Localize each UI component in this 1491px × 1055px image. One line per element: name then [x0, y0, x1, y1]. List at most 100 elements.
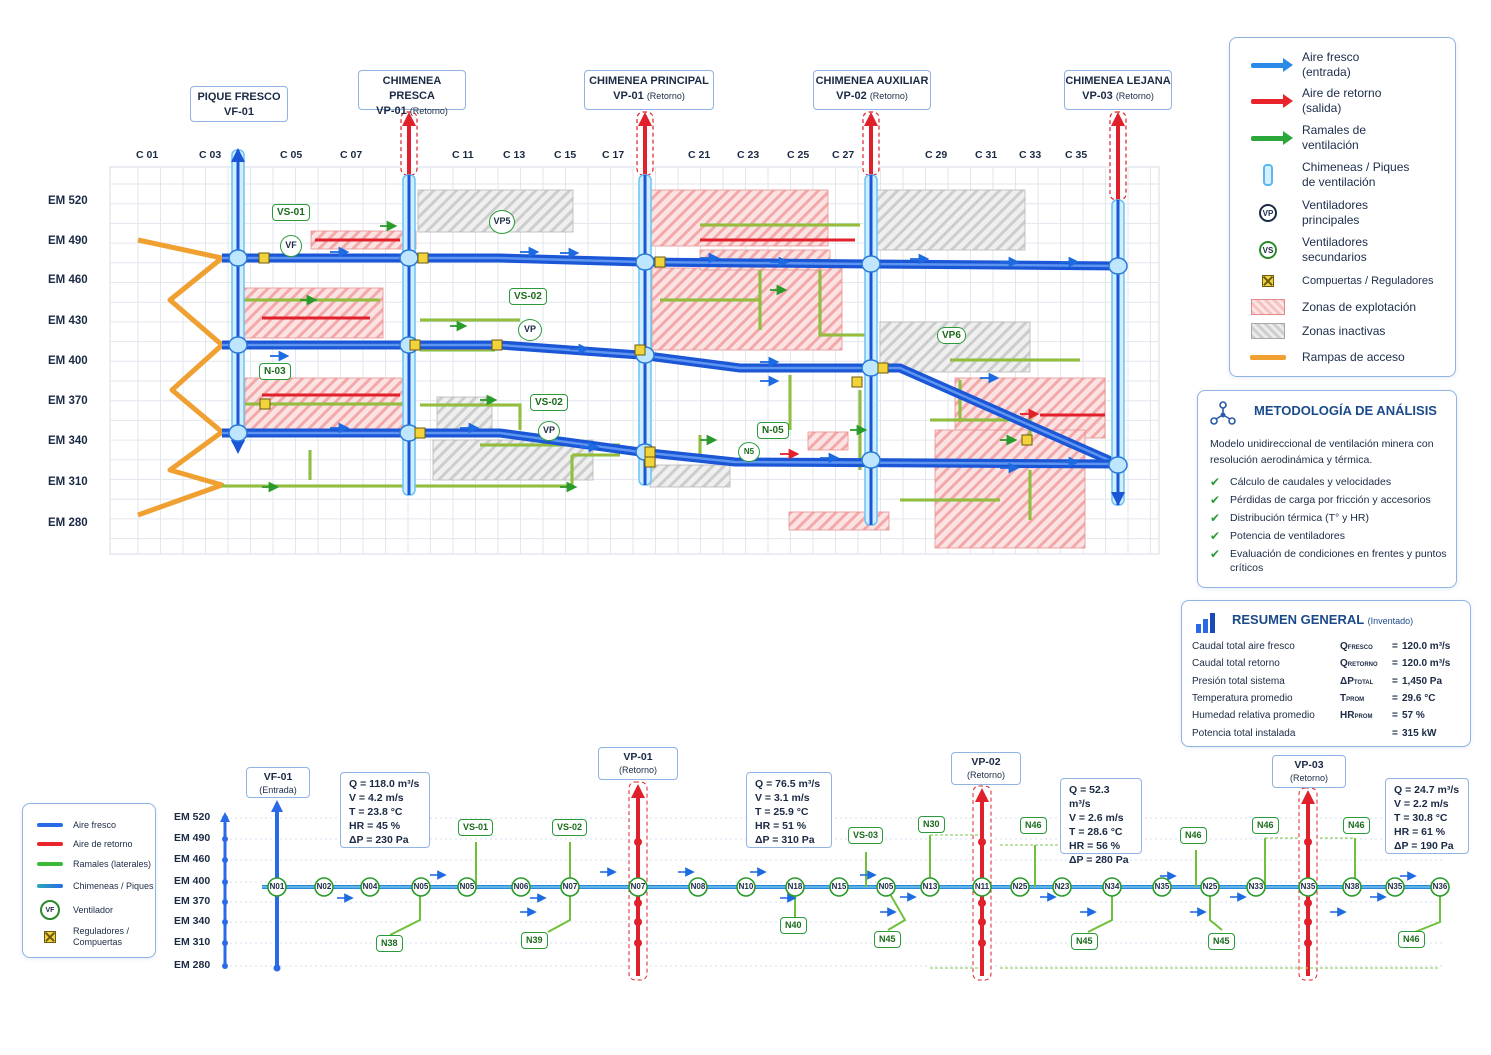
column-label: C 31: [975, 149, 998, 161]
schematic-branch: [547, 887, 571, 933]
schematic-node-label: N25: [1012, 882, 1028, 891]
schem-tag-n40: N40: [780, 917, 807, 934]
branch-arrow-icon: [1251, 130, 1293, 145]
column-label: C 07: [340, 149, 363, 161]
schematic-node: [1246, 877, 1266, 897]
tag-n5: N5: [738, 442, 760, 462]
exploitation-zone: [237, 287, 384, 339]
level-label: EM 460: [48, 274, 88, 286]
schematic-return-arrow: [1301, 790, 1315, 804]
summary-label: Caudal total aire fresco: [1192, 641, 1295, 652]
methodology-title: METODOLOGÍA DE ANÁLISIS: [1254, 403, 1437, 418]
schematic-node: [411, 877, 431, 897]
return-arrow: [402, 112, 416, 126]
exploitation-zone: [647, 189, 829, 247]
column-label: C 01: [136, 149, 159, 161]
schematic-node-label: N23: [1054, 882, 1070, 891]
schem-shaft-vp01: VP-01(Retorno): [598, 747, 678, 780]
schematic-return-node: [978, 918, 986, 926]
schematic-node: [314, 877, 334, 897]
summary-value: 29.6 °C: [1402, 692, 1436, 704]
schematic-node-label: N15: [831, 882, 847, 891]
schem-tag-n30: N30: [918, 816, 945, 833]
return-arrow: [638, 112, 652, 126]
summary-symbol: HRPROM: [1340, 710, 1373, 722]
schematic-level-label: EM 280: [174, 959, 211, 971]
legend-item-secondary-fans: VS Ventiladores secundarios: [1248, 235, 1368, 265]
fresh-arrow: [1111, 492, 1125, 506]
schematic-level-label: EM 400: [174, 875, 211, 887]
schematic-node-label: N36: [1432, 882, 1448, 891]
return-arrow: [864, 112, 878, 126]
schem-tag-n45a: N45: [874, 931, 901, 948]
gate: [877, 362, 889, 374]
sl-return: Aire de retorno: [33, 835, 133, 853]
methodology-item: Cálculo de caudales y velocidades: [1210, 475, 1450, 489]
schem-tag-n39: N39: [521, 932, 548, 949]
tag-vp-lower: VP: [538, 421, 560, 441]
methodology-intro: Modelo unidireccional de ventilación min…: [1210, 438, 1434, 466]
network-icon: [1208, 399, 1238, 429]
summary-label: Temperatura promedio: [1192, 692, 1293, 704]
summary-equals: =: [1392, 692, 1398, 704]
inactive-zone: [436, 396, 493, 430]
methodology-item: Pérdidas de carga por fricción y accesor…: [1210, 493, 1450, 507]
schematic-branch: [1414, 887, 1441, 933]
gate: [259, 398, 271, 410]
schematic-node-label: N05: [878, 882, 894, 891]
level-label: EM 490: [48, 235, 88, 247]
schematic-node: [560, 877, 580, 897]
return-arrow: [1111, 112, 1125, 126]
schem-shaft-vf01: VF-01(Entrada): [246, 767, 310, 798]
schematic-node-label: N38: [1344, 882, 1360, 891]
schematic-return-node: [978, 838, 986, 846]
tag-vs02-upper: VS-02: [509, 288, 547, 305]
schematic-branch: [389, 887, 421, 936]
legend-item-shafts: Chimeneas / Piques de ventilación: [1248, 160, 1409, 190]
schem-tag-n46e: N46: [1398, 931, 1425, 948]
schematic-node: [511, 877, 531, 897]
schematic-node-label: N11: [974, 882, 990, 891]
schematic-return-arrow: [975, 788, 989, 802]
methodology-item: Distribución térmica (T° y HR): [1210, 511, 1450, 525]
summary-symbol: TPROM: [1340, 692, 1365, 704]
schematic-return-node: [634, 899, 642, 907]
schematic-node: [1385, 877, 1405, 897]
column-label: C 29: [925, 149, 948, 161]
junction-node: [861, 359, 881, 377]
tag-vp-upper: VP: [518, 319, 542, 341]
schematic-level-label: EM 340: [174, 915, 211, 927]
summary-equals: =: [1392, 675, 1398, 687]
schematic-return-node: [634, 939, 642, 947]
schematic-level-label: EM 370: [174, 895, 211, 907]
legend-item-gates: Compuertas / Reguladores: [1248, 272, 1433, 290]
schem-tag-n46d: N46: [1343, 817, 1370, 834]
schem-tag-n38: N38: [376, 935, 403, 952]
schematic-node: [1010, 877, 1030, 897]
column-label: C 05: [280, 149, 303, 161]
gate: [414, 427, 426, 439]
column-label: C 25: [787, 149, 810, 161]
legend-item-exploitation: Zonas de explotación: [1248, 298, 1416, 316]
schematic-return-node: [1304, 939, 1312, 947]
schematic-node-label: N01: [269, 882, 285, 891]
schematic-node: [1200, 877, 1220, 897]
sl-branch: Ramales (laterales): [33, 855, 151, 873]
legend-panel: Aire fresco (entrada) Aire de retorno (s…: [1229, 37, 1456, 377]
fan-icon: VF: [40, 900, 60, 920]
return-air-arrow-icon: [1251, 93, 1293, 108]
schematic-vf-base: [273, 964, 281, 972]
inactive-zone: [874, 189, 1026, 251]
level-label: EM 430: [48, 315, 88, 327]
level-label: EM 520: [48, 195, 88, 207]
schematic-node-label: N13: [922, 882, 938, 891]
secondary-fan-icon: VS: [1259, 241, 1277, 259]
schematic-node-label: N08: [690, 882, 706, 891]
schematic-node: [457, 877, 477, 897]
schem-tag-vs01: VS-01: [458, 819, 494, 836]
